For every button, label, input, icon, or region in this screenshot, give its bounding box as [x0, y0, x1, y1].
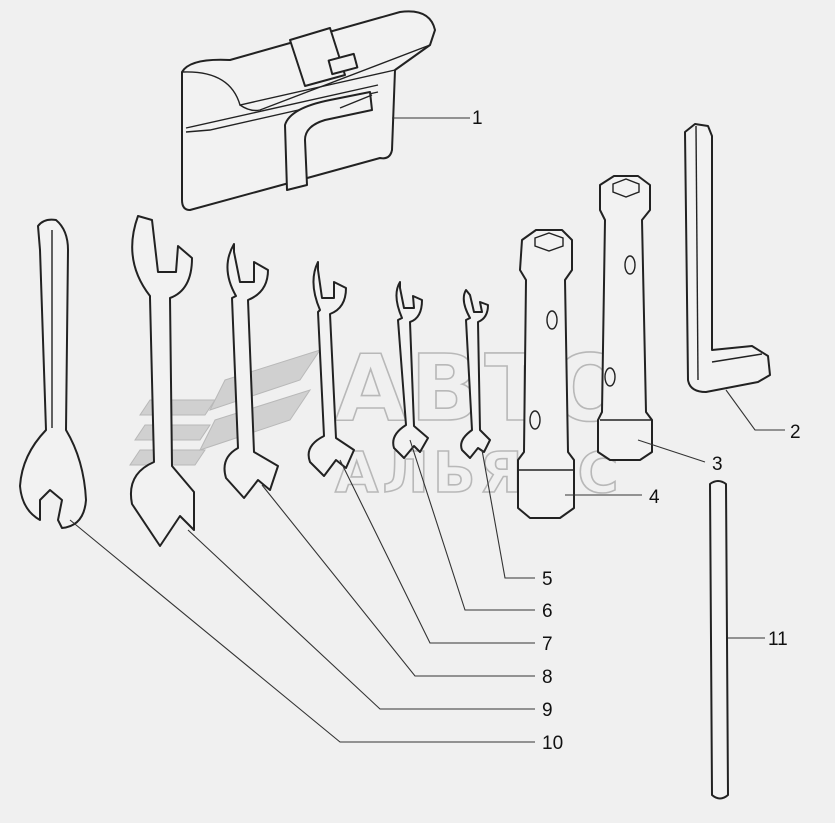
callout-2: 2 [790, 422, 801, 443]
tool-bag [181, 10, 436, 211]
open-end-spanner-7 [307, 261, 355, 477]
box-spanner-short [517, 229, 575, 519]
callout-7: 7 [542, 634, 553, 655]
watermark-line-1: АВТО [335, 335, 633, 442]
callout-6: 6 [542, 601, 553, 622]
open-end-spanner-5 [460, 289, 491, 459]
open-end-spanner-9 [130, 215, 195, 547]
open-end-spanner-6 [392, 281, 429, 459]
leader-3 [637, 439, 706, 463]
leader-10 [69, 519, 535, 743]
open-end-spanner-10 [19, 218, 87, 529]
callout-9: 9 [542, 700, 553, 721]
callout-4: 4 [649, 487, 660, 508]
callout-10: 10 [542, 733, 563, 754]
leader-7 [339, 459, 535, 644]
callout-5: 5 [542, 569, 553, 590]
leader-2 [725, 389, 785, 431]
leader-8 [261, 484, 535, 677]
box-spanner-long [597, 175, 653, 461]
callout-1: 1 [472, 108, 483, 129]
leader-lines [69, 117, 785, 743]
tommy-bar [709, 480, 729, 800]
callout-labels: 1 2 3 4 5 6 7 8 9 10 11 [472, 108, 801, 754]
watermark-line-2: АЛЬЯНС [335, 441, 623, 506]
open-end-spanner-8 [223, 243, 279, 499]
callout-8: 8 [542, 667, 553, 688]
hex-key [684, 123, 771, 393]
callout-11: 11 [768, 629, 788, 650]
leader-9 [187, 529, 535, 710]
leader-5 [481, 449, 535, 579]
leader-6 [409, 439, 535, 611]
callout-3: 3 [712, 454, 723, 475]
